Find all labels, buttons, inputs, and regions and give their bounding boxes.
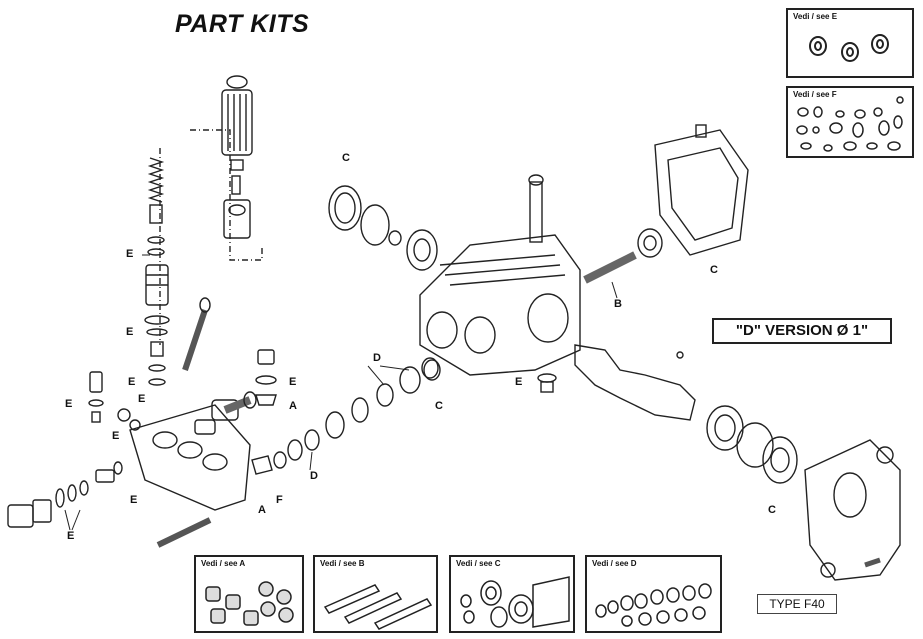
outlet-fitting	[7, 461, 123, 528]
callout-d-2: D	[310, 470, 318, 482]
kit-box-c: Vedi / see C	[449, 555, 575, 633]
valve-spring	[144, 157, 170, 386]
bearing-rings-c-upper	[328, 185, 438, 271]
injector-assembly	[182, 297, 211, 371]
pump-crankcase	[419, 174, 581, 376]
version-label: "D" VERSION Ø 1"	[712, 318, 892, 344]
callout-e-7: E	[130, 494, 138, 506]
kit-label-a: Vedi / see A	[201, 559, 246, 568]
connecting-rod	[637, 228, 663, 258]
callout-a-1: A	[289, 400, 297, 412]
callout-c-right: C	[710, 264, 718, 276]
valve-a-lower	[251, 451, 287, 475]
kit-e-seals	[809, 34, 889, 62]
kit-box-d: Vedi / see D	[585, 555, 722, 633]
callout-c-top: C	[342, 152, 350, 164]
kit-box-b: Vedi / see B	[313, 555, 438, 633]
kit-label-b: Vedi / see B	[320, 559, 365, 568]
kit-f-parts	[796, 96, 904, 152]
kit-c-gaskets	[460, 576, 570, 628]
seal-stack-d-upper	[376, 359, 441, 407]
kit-d-seals	[595, 583, 712, 627]
kit-label-e: Vedi / see E	[793, 12, 838, 21]
callout-e-10: E	[515, 376, 523, 388]
kit-label-c: Vedi / see C	[456, 559, 501, 568]
kit-label-f: Vedi / see F	[793, 90, 837, 99]
page-title: PART KITS	[175, 10, 310, 38]
callout-e-5: E	[65, 398, 73, 410]
kit-box-a: Vedi / see A	[194, 555, 304, 633]
callout-a-2: A	[258, 504, 266, 516]
callout-e-3: E	[128, 376, 136, 388]
crankshaft	[574, 344, 696, 421]
valve-a-upper	[255, 349, 277, 406]
kit-a-valves	[205, 581, 294, 626]
rear-cover	[654, 124, 749, 256]
callout-e-6: E	[112, 430, 120, 442]
kit-box-f: Vedi / see F	[786, 86, 914, 158]
callout-e-4: E	[138, 393, 146, 405]
type-label: TYPE F40	[757, 594, 837, 614]
kit-box-e: Vedi / see E	[786, 8, 914, 78]
callout-c-bottom: C	[768, 504, 776, 516]
seal-stack-d-lower	[287, 397, 369, 461]
callout-b: B	[614, 298, 622, 310]
callout-e-9: E	[289, 376, 297, 388]
bearing-lower	[706, 405, 798, 484]
callout-d-1: D	[373, 352, 381, 364]
callout-e-8: E	[67, 530, 75, 542]
callout-c-mid: C	[435, 400, 443, 412]
mounting-flange	[804, 439, 901, 581]
pump-manifold	[129, 399, 251, 511]
callout-f: F	[276, 494, 283, 506]
unloader-knob	[221, 75, 253, 239]
kit-b-pistons	[323, 584, 433, 630]
callout-e-2: E	[126, 326, 134, 338]
callout-e-1: E	[126, 248, 134, 260]
kit-label-d: Vedi / see D	[592, 559, 637, 568]
